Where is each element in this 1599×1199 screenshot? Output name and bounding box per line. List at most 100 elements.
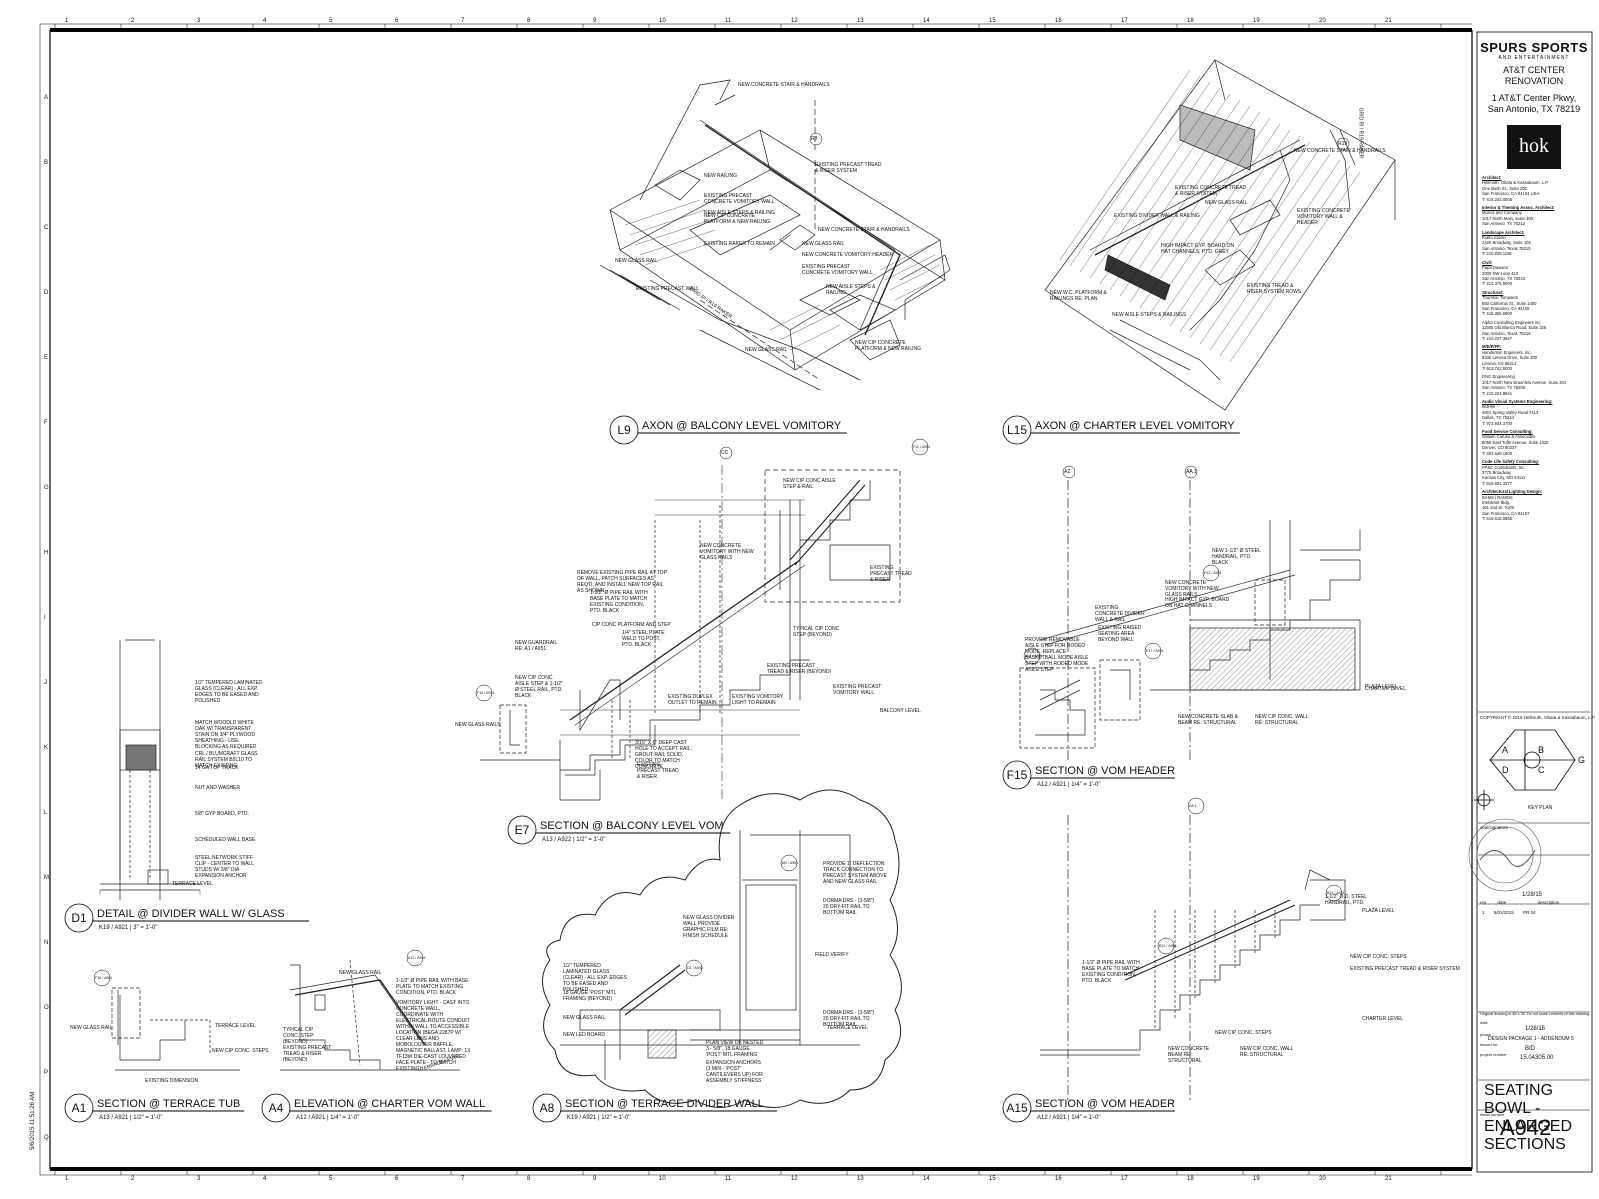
detail-callout-bubble — [685, 959, 703, 977]
consultant-line: Embleset Bldg. — [1482, 499, 1511, 505]
detail-callout-bubble — [1325, 884, 1343, 902]
border-row-letter: B — [44, 160, 49, 166]
annotation-note: EXISTING DIMENSION — [145, 1078, 199, 1084]
border-column-number: 4 — [263, 18, 267, 24]
detail-reference: F16 / A951 — [477, 691, 495, 695]
annotation-note: EXISTING PRECAST TREAD & RISER — [637, 762, 679, 780]
plot-timestamp: 5/6/2015 11:51:26 AM — [30, 1091, 36, 1150]
project-address-2: San Antonio, TX 78219 — [1487, 104, 1581, 114]
annotation-note: NEW CIP CONC. STEPS — [1215, 1030, 1272, 1036]
drawing-id: A8 — [539, 1101, 555, 1115]
border-column-number: 7 — [461, 1176, 465, 1182]
sheet-number-label: sheet number — [1480, 1112, 1505, 1117]
drawing-bubble — [507, 815, 537, 845]
annotation-note: EXISTING CONCRETE VOMITORY WALL & HEADER — [1297, 208, 1350, 226]
border-column-number: 11 — [725, 18, 732, 24]
annotation-note: EXISTING PRECAST VOMITORY WALL — [833, 684, 882, 696]
annotation-note: NEW W.C. PLATFORM & RAILINGS RE: PLAN — [1050, 290, 1107, 302]
drawing-bubble — [609, 415, 639, 445]
drawing-id: D1 — [71, 911, 87, 925]
consultant-role: Landscape Architect: — [1482, 229, 1525, 235]
annotation-note: NEW LED BOARD — [563, 1032, 605, 1038]
key-plan-zone-d: D — [1502, 765, 1509, 775]
annotation-note: EXISTING PRECAST TREAD & RISER (BEYOND) — [283, 1045, 332, 1063]
drawing-title: AXON @ CHARTER LEVEL VOMITORY — [1035, 420, 1235, 432]
drawing-title: DETAIL @ DIVIDER WALL W/ GLASS — [97, 908, 285, 920]
border-column-number: 19 — [1253, 18, 1260, 24]
annotation-note: VOMITORY LIGHT - CAST INTO CONCRETE WALL… — [396, 1000, 471, 1072]
annotation-note: NUT AND WASHER — [195, 785, 241, 791]
border-column-number: 5 — [329, 18, 333, 24]
border-column-number: 9 — [593, 18, 597, 24]
rev-description: PR 04 — [1523, 910, 1536, 915]
annotation-note: EXISTING CONCRETE DIVIDER WALL & RAIL — [1095, 605, 1145, 623]
border-column-number: 20 — [1319, 18, 1326, 24]
drawing-scale: A13 / A922 | 1/2" = 1'-0" — [542, 837, 606, 843]
drawing-title: AXON @ BALCONY LEVEL VOMITORY — [642, 420, 842, 432]
annotation-note: TERRACE LEVEL — [215, 1023, 256, 1029]
border-column-number: 10 — [659, 1176, 666, 1182]
annotation-note: NEW CIP CONC. STEPS — [1350, 954, 1407, 960]
consultant-line: Lenexa, KS 66214 — [1482, 360, 1517, 366]
consultant-line: T: 816.931.3377 — [1482, 480, 1513, 486]
annotation-note: TYPICAL CIP CONC. STEP (BEYOND) — [283, 1027, 314, 1045]
annotation-note: EXISTING PRECAST TREAD & RISER SYSTEM — [815, 162, 882, 174]
drawing-title: SECTION @ BALCONY LEVEL VOM — [540, 820, 724, 832]
key-plan-label: KEY PLAN — [1528, 805, 1553, 811]
detail-reference: A17 / A951 — [1025, 654, 1043, 658]
border-column-number: 12 — [791, 1176, 798, 1182]
consultant-line: 461 2nd St. #109 — [1482, 505, 1514, 511]
project-name: AT&T CENTER RENOVATION — [1503, 65, 1565, 86]
annotation-note: NEW CONCRETE STAIR & HANDRAILS — [818, 227, 910, 233]
annotation-note: PLAN VIEW OF NESTED 3 - 5/8", 18 GAUGE '… — [706, 1040, 764, 1058]
detail-reference: E17 / A951 — [1146, 649, 1164, 653]
border-row-letter: D — [44, 290, 49, 296]
drawing-bubble — [64, 903, 94, 933]
annotation-note: NEW GUARDRAIL RE: A1 / A951 — [515, 640, 558, 652]
drawing-bubble — [261, 1093, 291, 1123]
drawing-title: SECTION @ VOM HEADER — [1035, 1098, 1176, 1110]
annotation-note: EXISTING PRECAST TREAD & RISER SYSTEM — [1350, 966, 1460, 972]
consultant-line: 11505 Old Blanco Road, Suite 326 — [1482, 325, 1547, 331]
border-column-number: 2 — [131, 1176, 135, 1182]
consultant-line: 1017 North New Braunfels Avenue, Suite 2… — [1482, 379, 1567, 385]
consultant-line: Dallas, TX 75244 — [1482, 415, 1515, 421]
annotation-note: NEW CONCRETE STAIR & HANDRAILS — [1294, 148, 1386, 154]
key-plan-zone-g: G — [1578, 755, 1586, 765]
annotation-note: TYPICAL CIP CONC STEP (BEYOND) — [793, 626, 840, 638]
detail-callout-bubble — [475, 684, 493, 702]
annotation-note: 1/4" STEEL PLATE WELD TO POST, PTD. BLAC… — [622, 630, 665, 648]
drawing-bubble — [1002, 1093, 1032, 1123]
consultant-line: San Francisco, CA 94108 — [1482, 305, 1530, 311]
border-column-number: 4 — [263, 1176, 267, 1182]
client-logo: SPURS SPORTS — [1480, 40, 1588, 55]
drawing-id: A15 — [1006, 1101, 1028, 1115]
consultant-line: Rialto Studio — [1482, 235, 1506, 241]
annotation-note: EXISTING PRECAST CONCRETE VOMITORY WALL — [704, 193, 775, 205]
border-column-number: 6 — [395, 1176, 399, 1182]
revision-row: 1 5/01/2015 PR 04 — [1482, 910, 1536, 915]
consultant-line: T: 210.375.9000 — [1482, 281, 1513, 287]
section-terrace-divider-wall-drawing — [542, 789, 902, 1108]
border-column-number: 17 — [1121, 1176, 1128, 1182]
consultant-line: Alpha Consulting Engineers Inc — [1482, 319, 1541, 325]
drawing-id: F15 — [1006, 768, 1028, 782]
elevation-charter-vom-wall-drawing — [280, 959, 460, 1071]
annotation-note: 1-1/2" Ø PIPE RAIL WITH BASE PLATE TO MA… — [396, 978, 469, 996]
border-row-letter: E — [44, 355, 49, 361]
consultant-line: T: 415.365.6900 — [1482, 311, 1513, 317]
consultant-line: 3775 Broadway — [1482, 469, 1512, 475]
detail-callout-bubble — [93, 969, 111, 987]
annotation-note: EXISTING CONCRETE TREAD & RISER SYSTEM — [1175, 185, 1247, 197]
grid-bubble — [1062, 465, 1076, 479]
consultant-role: Architectural Lighting Design: — [1482, 489, 1543, 495]
annotation-note: CHARTER LEVEL — [1365, 686, 1407, 692]
revision-cloud — [542, 789, 902, 1108]
border-column-number: 13 — [857, 18, 864, 24]
annotation-note: NEW CIP CONC AISLE STEP & RAIL — [783, 478, 836, 490]
client-logo-sub: AND ENTERTAINMENT — [1498, 55, 1570, 61]
consultant-role: Civil: — [1482, 259, 1493, 265]
consultant-line: 8055 East Tufts Avenue, Suite 1320 — [1482, 439, 1549, 445]
annotation-note: NEW CIP CONC. WALL RE: STRUCTURAL — [1255, 714, 1309, 726]
